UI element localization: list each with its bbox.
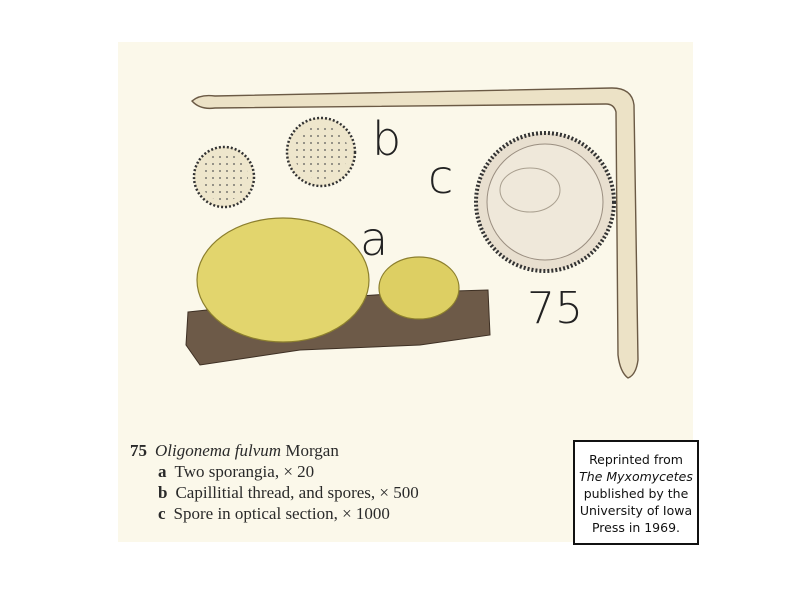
reprint-credit-box: Reprinted from The Myxomycetes published…: [573, 440, 699, 545]
book-title: The Myxomycetes: [579, 469, 693, 484]
sporangium-large: [196, 217, 370, 343]
plate-number: 75: [527, 283, 583, 334]
caption-number: 75: [130, 441, 147, 460]
species-name: Oligonema fulvum: [155, 441, 282, 460]
species-author: Morgan: [285, 441, 339, 460]
label-b: b: [372, 112, 402, 166]
label-a: a: [360, 212, 389, 266]
spore-small-1: [192, 145, 256, 209]
spore-small-2: [285, 116, 357, 188]
label-c: c: [428, 150, 454, 204]
capillitial-thread: [191, 87, 639, 379]
spore-optical-section: [474, 131, 616, 273]
sporangium-small: [378, 256, 460, 320]
